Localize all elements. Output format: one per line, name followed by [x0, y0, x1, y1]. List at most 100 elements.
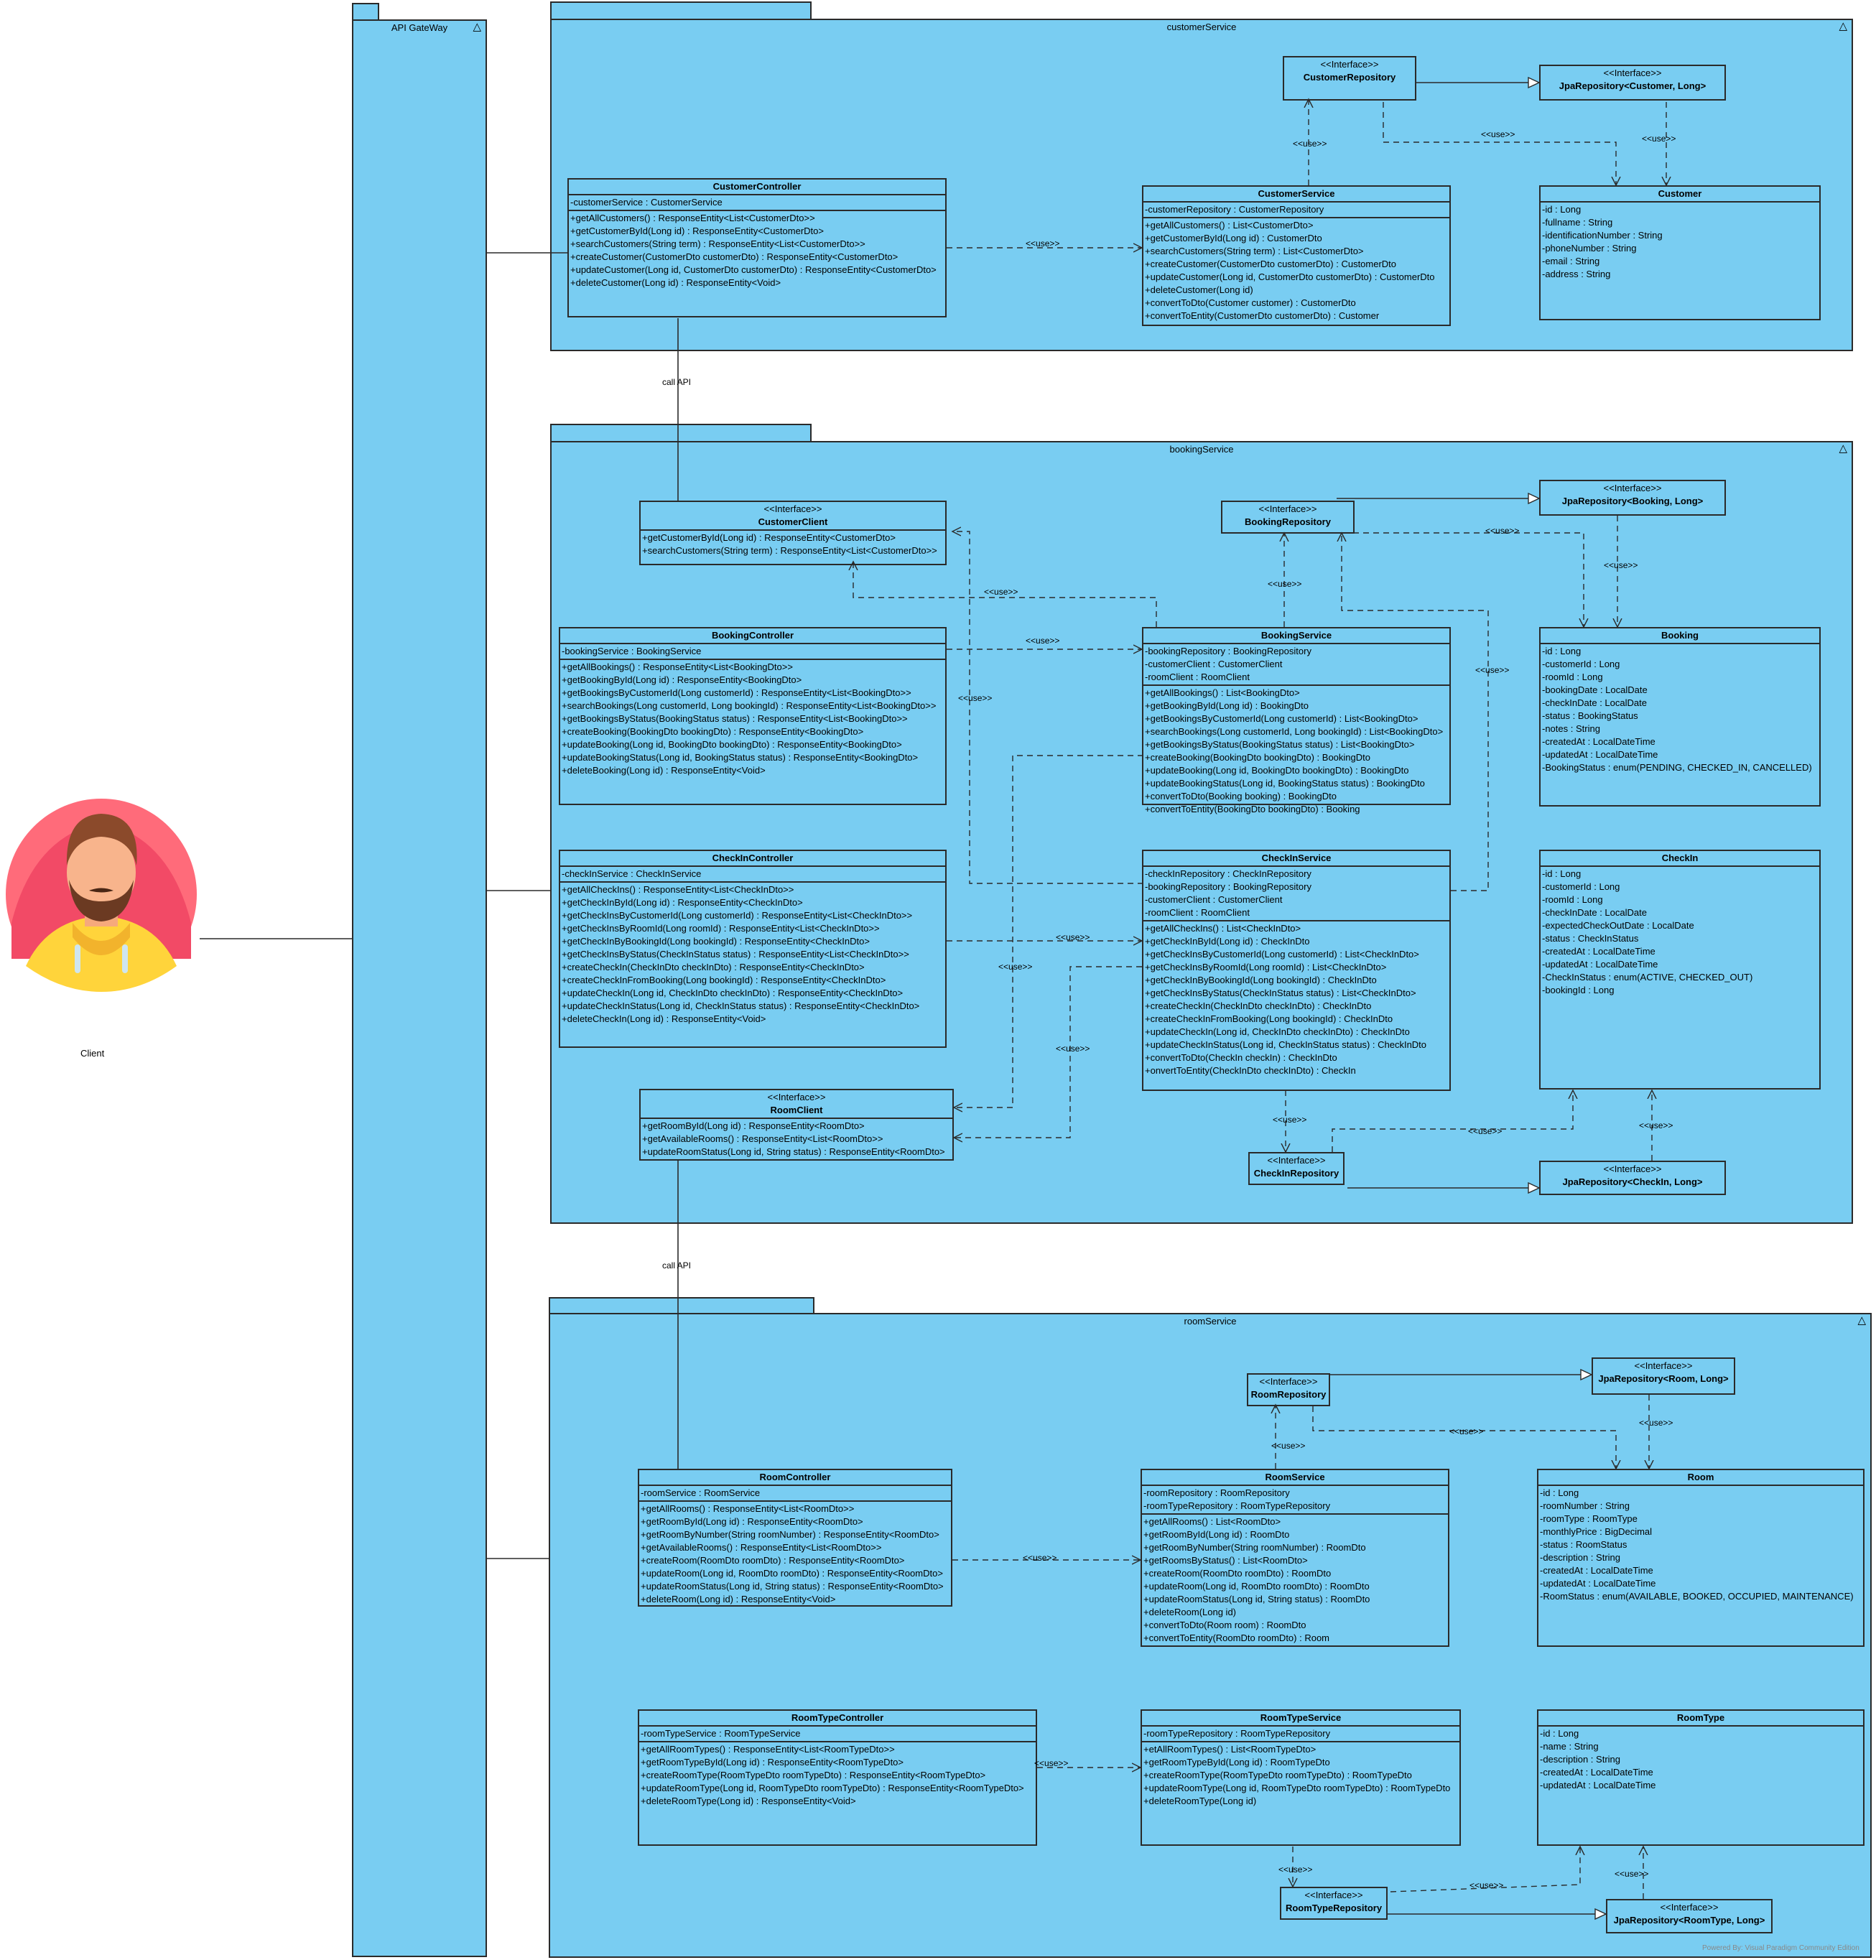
- class-name: CustomerClient: [758, 516, 828, 527]
- class-operation: +getAllCheckIns() : ResponseEntity<List<…: [562, 884, 794, 895]
- class-attribute: -CheckInStatus : enum(ACTIVE, CHECKED_OU…: [1542, 972, 1753, 983]
- class-name: RoomService: [1265, 1472, 1325, 1482]
- class-operation: +deleteCustomer(Long id) : ResponseEntit…: [570, 277, 781, 288]
- check-in-service-class[interactable]: CheckInService-checkInRepository : Check…: [1142, 850, 1451, 1091]
- class-name: CheckInController: [712, 853, 794, 863]
- class-attribute: -roomClient : RoomClient: [1145, 672, 1250, 682]
- use-label: <<use>>: [1475, 665, 1510, 675]
- class-attribute: -bookingRepository : BookingRepository: [1145, 881, 1311, 892]
- check-in-repository-class[interactable]: <<Interface>>CheckInRepository: [1248, 1152, 1345, 1185]
- class-operation: +getRoomsByStatus() : List<RoomDto>: [1143, 1555, 1308, 1566]
- class-operation: +searchCustomers(String term) : Response…: [642, 545, 937, 556]
- class-attribute: -checkInDate : LocalDate: [1542, 697, 1647, 708]
- class-operation: +getCheckInById(Long id) : CheckInDto: [1145, 936, 1310, 947]
- client-actor: [4, 794, 198, 995]
- class-attributes: -bookingService : BookingService: [560, 644, 945, 660]
- jpa-booking-class[interactable]: <<Interface>>JpaRepository<Booking, Long…: [1539, 480, 1726, 516]
- room-client-class[interactable]: <<Interface>>RoomClient+getRoomById(Long…: [639, 1089, 954, 1161]
- booking-class[interactable]: Booking-id : Long-customerId : Long-room…: [1539, 627, 1821, 807]
- package-triangle-icon: △: [1857, 1314, 1866, 1327]
- class-header: RoomTypeController: [639, 1711, 1036, 1727]
- class-attribute: -monthlyPrice : BigDecimal: [1540, 1526, 1653, 1537]
- class-attribute: -checkInDate : LocalDate: [1542, 907, 1647, 918]
- class-attribute: -createdAt : LocalDateTime: [1542, 736, 1656, 747]
- room-type-service-class[interactable]: RoomTypeService-roomTypeRepository : Roo…: [1141, 1709, 1461, 1846]
- room-controller-class[interactable]: RoomController-roomService : RoomService…: [638, 1469, 952, 1607]
- package-triangle-icon: △: [1839, 20, 1847, 32]
- booking-service-class[interactable]: BookingService-bookingRepository : Booki…: [1142, 627, 1451, 814]
- class-attribute: -roomService : RoomService: [641, 1487, 761, 1498]
- room-package-title: roomService: [1184, 1316, 1237, 1327]
- customer-repository-class[interactable]: <<Interface>>CustomerRepository: [1283, 56, 1416, 101]
- class-stereotype: <<Interface>>: [1634, 1360, 1693, 1371]
- room-type-controller-class[interactable]: RoomTypeController-roomTypeService : Roo…: [638, 1709, 1037, 1846]
- check-in-class[interactable]: CheckIn-id : Long-customerId : Long-room…: [1539, 850, 1821, 1090]
- customer-controller-class[interactable]: CustomerController-customerService : Cus…: [567, 178, 947, 317]
- jpa-check-in-class[interactable]: <<Interface>>JpaRepository<CheckIn, Long…: [1539, 1161, 1726, 1195]
- class-name: BookingService: [1260, 630, 1332, 641]
- jpa-customer-class[interactable]: <<Interface>>JpaRepository<Customer, Lon…: [1539, 65, 1726, 101]
- class-name: JpaRepository<Room, Long>: [1598, 1373, 1729, 1384]
- class-operation: +getAvailableRooms() : ResponseEntity<Li…: [642, 1133, 883, 1144]
- jpa-room-type-class[interactable]: <<Interface>>JpaRepository<RoomType, Lon…: [1606, 1899, 1773, 1933]
- customer-package-title: customerService: [1166, 22, 1237, 32]
- class-name: RoomRepository: [1250, 1389, 1327, 1400]
- class-attribute: -identificationNumber : String: [1542, 230, 1663, 241]
- use-label: <<use>>: [1639, 1418, 1673, 1428]
- class-stereotype: <<Interface>>: [1603, 1164, 1662, 1174]
- class-operations: +getAllRooms() : ResponseEntity<List<Roo…: [639, 1502, 951, 1607]
- use-label: <<use>>: [1056, 932, 1090, 942]
- class-operation: +updateRoomStatus(Long id, String status…: [642, 1146, 945, 1157]
- class-operation: +deleteCheckIn(Long id) : ResponseEntity…: [562, 1013, 766, 1024]
- class-operation: +getCheckInsByCustomerId(Long customerId…: [562, 910, 913, 921]
- class-attributes: -id : Long-customerId : Long-roomId : Lo…: [1541, 867, 1819, 998]
- class-operation: +convertToDto(Booking booking) : Booking…: [1145, 791, 1337, 802]
- use-label: <<use>>: [1615, 1869, 1649, 1879]
- class-operations: +getAllRoomTypes() : ResponseEntity<List…: [639, 1742, 1036, 1808]
- package-triangle-icon: △: [473, 21, 481, 33]
- class-operation: +getBookingsByStatus(BookingStatus statu…: [562, 713, 908, 724]
- class-operations: +getCustomerById(Long id) : ResponseEnti…: [641, 531, 945, 558]
- class-attribute: -address : String: [1542, 269, 1611, 279]
- class-operation: +updateBooking(Long id, BookingDto booki…: [562, 739, 902, 750]
- class-header: CheckInController: [560, 851, 945, 867]
- class-attribute: -customerClient : CustomerClient: [1145, 659, 1283, 669]
- use-label: <<use>>: [1026, 636, 1060, 646]
- class-name: RoomTypeRepository: [1285, 1903, 1383, 1913]
- class-stereotype: <<Interface>>: [1304, 1890, 1363, 1900]
- class-operation: +createCheckInFromBooking(Long bookingId…: [562, 975, 886, 985]
- class-operation: +deleteRoom(Long id) : ResponseEntity<Vo…: [641, 1594, 836, 1604]
- customer-client-class[interactable]: <<Interface>>CustomerClient+getCustomerB…: [639, 501, 947, 565]
- class-name: CustomerRepository: [1303, 72, 1396, 83]
- class-operation: +getAllRooms() : ResponseEntity<List<Roo…: [641, 1503, 855, 1514]
- class-operations: +getRoomById(Long id) : ResponseEntity<R…: [641, 1119, 952, 1159]
- jpa-room-class[interactable]: <<Interface>> JpaRepository<Room, Long>: [1592, 1357, 1735, 1395]
- check-in-controller-class[interactable]: CheckInController-checkInService : Check…: [559, 850, 947, 1048]
- use-label: <<use>>: [1485, 526, 1520, 536]
- room-type-repository-class[interactable]: <<Interface>> RoomTypeRepository: [1280, 1887, 1388, 1920]
- api-gateway-package[interactable]: API GateWay △: [352, 19, 487, 1957]
- class-operation: +convertToDto(CheckIn checkIn) : CheckIn…: [1145, 1052, 1337, 1063]
- class-operation: +searchCustomers(String term) : List<Cus…: [1145, 246, 1364, 256]
- class-attribute: -updatedAt : LocalDateTime: [1540, 1578, 1656, 1589]
- class-operation: +getBookingById(Long id) : ResponseEntit…: [562, 674, 802, 685]
- class-name: RoomTypeController: [791, 1712, 884, 1723]
- class-header: <<Interface>>CheckInRepository: [1250, 1153, 1343, 1181]
- class-operation: +updateRoomStatus(Long id, String status…: [1143, 1594, 1370, 1604]
- customer-service-class[interactable]: CustomerService-customerRepository : Cus…: [1142, 185, 1451, 326]
- room-service-class[interactable]: RoomService-roomRepository : RoomReposit…: [1141, 1469, 1449, 1647]
- room-class[interactable]: Room-id : Long-roomNumber : String-roomT…: [1537, 1469, 1865, 1647]
- class-attribute: -description : String: [1540, 1552, 1620, 1563]
- call-api-label: call API: [662, 377, 692, 387]
- class-operation: +getAllBookings() : ResponseEntity<List<…: [562, 661, 793, 672]
- booking-repository-class[interactable]: <<Interface>>BookingRepository: [1221, 501, 1355, 534]
- customer-class[interactable]: Customer-id : Long-fullname : String-ide…: [1539, 185, 1821, 320]
- room-repository-class[interactable]: <<Interface>>RoomRepository: [1247, 1373, 1330, 1406]
- class-stereotype: <<Interface>>: [1660, 1902, 1719, 1913]
- booking-controller-class[interactable]: BookingController-bookingService : Booki…: [559, 627, 947, 805]
- room-type-class[interactable]: RoomType-id : Long-name : String-descrip…: [1537, 1709, 1865, 1846]
- class-attribute: -status : RoomStatus: [1540, 1539, 1627, 1550]
- class-operations: +getAllBookings() : List<BookingDto>+get…: [1143, 686, 1449, 817]
- class-name: Customer: [1658, 188, 1702, 199]
- class-operation: +searchCustomers(String term) : Response…: [570, 238, 865, 249]
